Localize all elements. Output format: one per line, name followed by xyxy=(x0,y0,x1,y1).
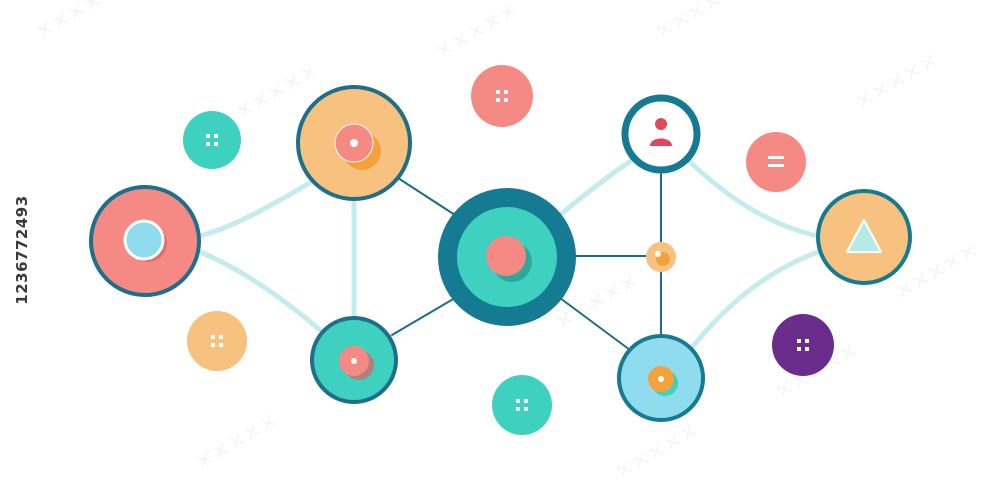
link-left-to-bottom xyxy=(197,249,323,333)
svg-text:×××××: ××××× xyxy=(651,0,743,45)
four-dots-icon xyxy=(211,335,223,347)
link-bottomright-to-triangle xyxy=(687,249,821,353)
node-bottom-right-sky xyxy=(617,334,705,422)
node-small-orange-junction xyxy=(646,242,676,272)
four-dots-icon xyxy=(496,90,508,102)
link-top-to-center xyxy=(397,177,456,216)
four-dots-icon xyxy=(797,339,809,351)
four-dots-icon xyxy=(516,399,528,411)
floating-dot-purple-right xyxy=(772,314,834,376)
light-connectors xyxy=(197,157,821,353)
floating-dot-coral-right xyxy=(746,132,806,192)
link-bottom-to-center xyxy=(391,297,456,336)
svg-text:×××××: ××××× xyxy=(191,407,283,475)
node-center-hub xyxy=(438,188,576,326)
user-icon xyxy=(650,118,672,146)
link-center-to-bottomright xyxy=(559,297,631,351)
node-right-peach xyxy=(816,189,912,285)
link-left-to-top xyxy=(197,177,318,239)
svg-text:×××××: ××××× xyxy=(611,417,703,485)
node-left-coral xyxy=(89,185,201,297)
link-user-to-triangle xyxy=(685,157,821,239)
node-user xyxy=(621,94,701,174)
node-top-peach xyxy=(296,85,412,201)
equals-icon xyxy=(768,156,784,167)
dark-connectors xyxy=(391,173,662,351)
svg-text:×××××: ××××× xyxy=(431,0,523,65)
node-bottom-teal xyxy=(310,316,398,404)
four-dots-icon xyxy=(206,134,218,146)
floating-dot-peach-left xyxy=(187,311,247,371)
stock-id-label: 1236772493 xyxy=(13,195,31,305)
floating-dot-teal-left xyxy=(183,111,241,169)
link-center-to-user xyxy=(557,157,635,218)
triangle-icon xyxy=(846,219,882,253)
floating-dot-coral-top xyxy=(471,65,533,127)
svg-text:×××××: ××××× xyxy=(851,47,943,115)
floating-dot-teal-bottom xyxy=(492,375,552,435)
svg-text:×××××: ××××× xyxy=(31,0,123,45)
